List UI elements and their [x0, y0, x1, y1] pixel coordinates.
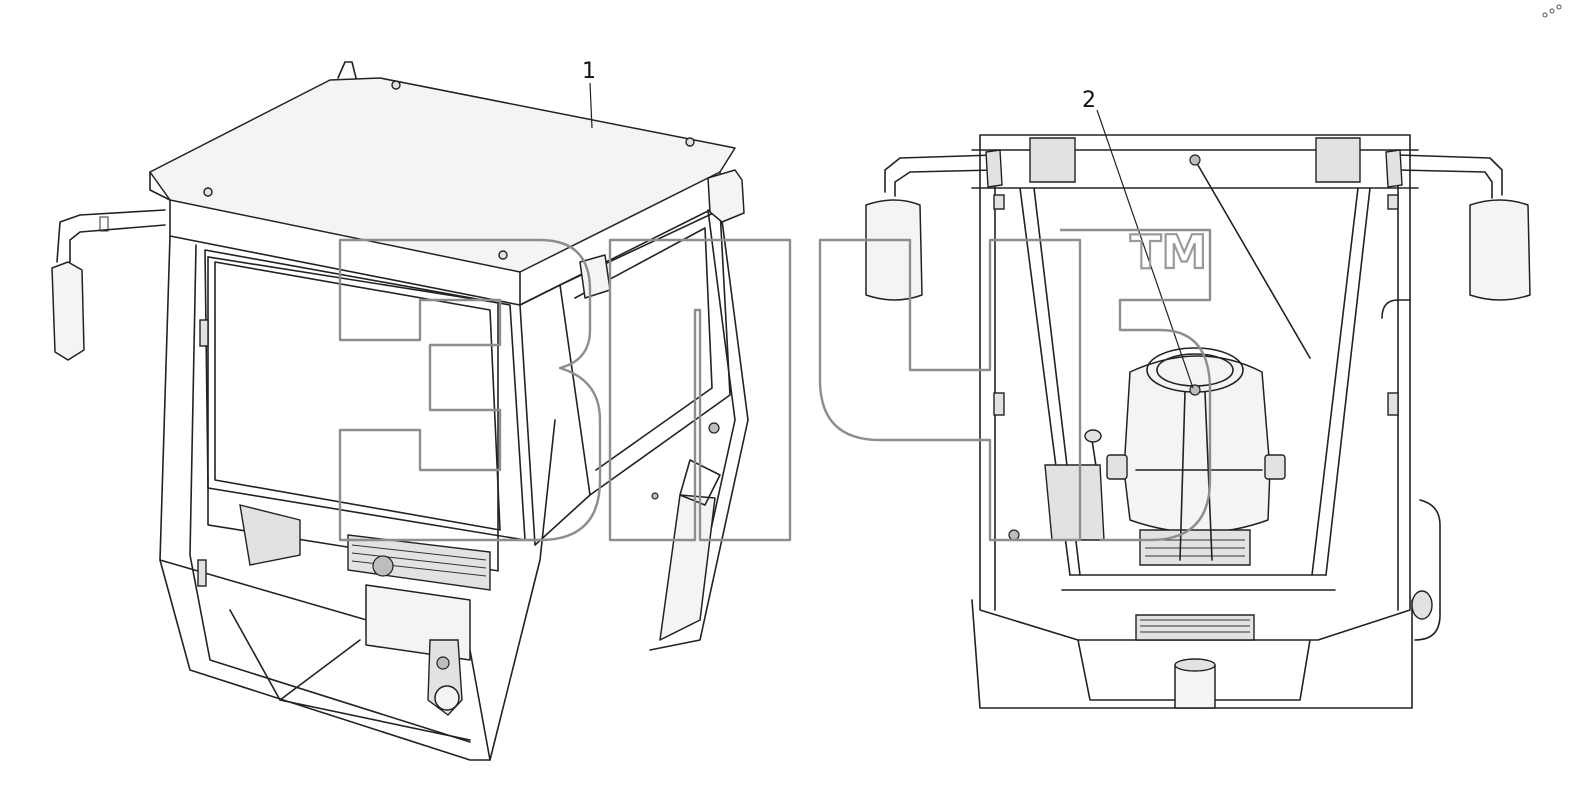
watermark-trademark: TM	[1130, 225, 1207, 279]
callout-2-leader	[1096, 109, 1194, 389]
cab-isometric-view	[51, 61, 749, 761]
watermark: TM	[338, 224, 1212, 542]
callout-2-label: 2	[1082, 88, 1096, 113]
corner-mark	[1542, 4, 1562, 18]
cab-front-view	[865, 134, 1531, 709]
callout-1-leader	[589, 82, 593, 129]
callout-1-label: 1	[582, 59, 596, 84]
